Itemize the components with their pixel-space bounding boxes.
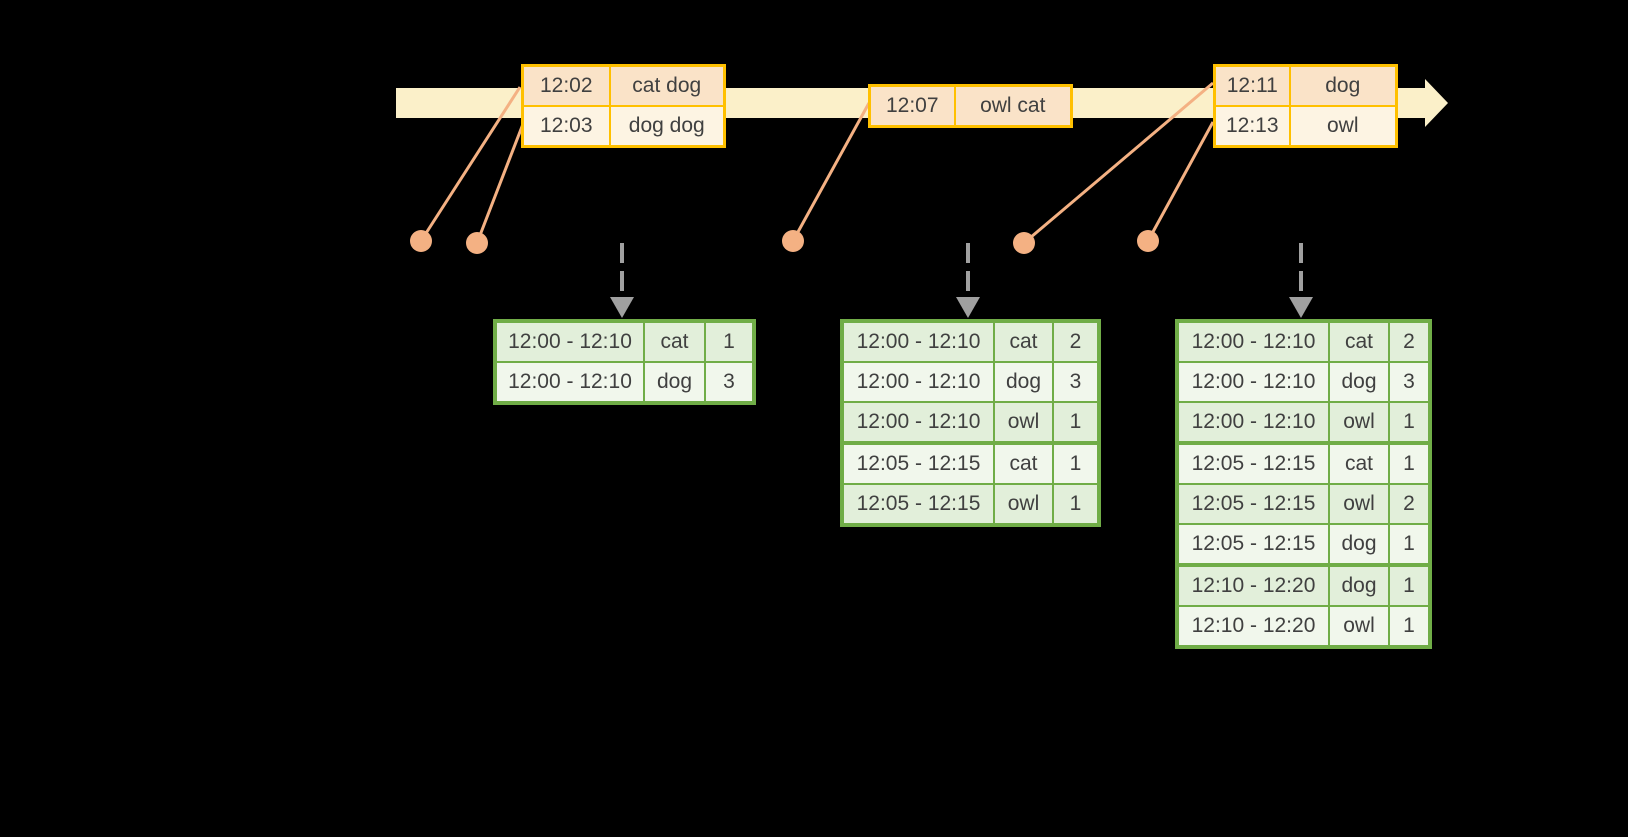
word-cell: owl [1328,401,1390,444]
window-cell: 12:05 - 12:15 [841,483,995,526]
count-cell: 1 [1052,483,1100,526]
connector-line [791,102,871,242]
word-cell: cat [1328,441,1390,485]
word-cell: dog [1328,563,1390,607]
window-cell: 12:00 - 12:10 [1176,401,1330,444]
event-row: 12:03 dog dog [521,105,726,148]
word-cell: owl [1328,483,1390,525]
event-marker-dot [466,232,488,254]
word-cell: dog [643,361,706,404]
window-cell: 12:05 - 12:15 [841,441,995,485]
word-cell: owl [993,483,1054,526]
event-time-cell: 12:11 [1213,64,1291,107]
window-cell: 12:00 - 12:10 [841,320,995,363]
window-cell: 12:05 - 12:15 [1176,483,1330,525]
count-cell: 3 [704,361,755,404]
event-words-cell: owl [1288,105,1398,148]
result-row: 12:00 - 12:10 dog 3 [841,361,1100,403]
result-row: 12:10 - 12:20 owl 1 [1176,605,1431,648]
window-cell: 12:10 - 12:20 [1176,605,1330,648]
event-table-3: 12:11 dog 12:13 owl [1213,64,1398,148]
event-table-2: 12:07 owl cat [868,84,1073,128]
connector-line [1146,121,1215,242]
count-cell: 1 [1388,605,1431,648]
event-row: 12:07 owl cat [868,84,1073,128]
event-marker-dots [410,230,1159,254]
window-cell: 12:00 - 12:10 [494,320,645,363]
event-time-cell: 12:02 [521,64,611,107]
event-time-cell: 12:07 [868,84,956,128]
event-words-cell: dog [1288,64,1398,107]
count-cell: 2 [1052,320,1100,363]
count-cell: 1 [1052,441,1100,485]
word-cell: dog [1328,361,1390,403]
result-table-1: 12:00 - 12:10 cat 1 12:00 - 12:10 dog 3 [493,319,756,405]
result-row: 12:00 - 12:10 cat 2 [1176,320,1431,363]
result-row: 12:00 - 12:10 dog 3 [1176,361,1431,403]
count-cell: 3 [1052,361,1100,403]
word-cell: owl [993,401,1054,444]
window-cell: 12:10 - 12:20 [1176,563,1330,607]
event-words-cell: cat dog [608,64,726,107]
word-cell: cat [993,320,1054,363]
event-row: 12:11 dog [1213,64,1398,107]
word-cell: cat [643,320,706,363]
window-cell: 12:00 - 12:10 [1176,320,1330,363]
result-row: 12:05 - 12:15 owl 1 [841,483,1100,526]
result-table-2: 12:00 - 12:10 cat 2 12:00 - 12:10 dog 3 … [840,319,1101,527]
count-cell: 1 [1388,563,1431,607]
event-time-cell: 12:03 [521,105,611,148]
word-cell: cat [1328,320,1390,363]
trigger-arrowhead-icon [956,297,980,318]
event-marker-dot [1137,230,1159,252]
result-row: 12:00 - 12:10 owl 1 [1176,401,1431,444]
result-row: 12:00 - 12:10 dog 3 [494,361,755,404]
count-cell: 2 [1388,483,1431,525]
result-row: 12:00 - 12:10 owl 1 [841,401,1100,444]
count-cell: 2 [1388,320,1431,363]
window-cell: 12:05 - 12:15 [1176,523,1330,566]
event-marker-dot [410,230,432,252]
result-row: 12:05 - 12:15 cat 1 [1176,441,1431,485]
result-row: 12:05 - 12:15 owl 2 [1176,483,1431,525]
word-cell: cat [993,441,1054,485]
word-cell: owl [1328,605,1390,648]
window-cell: 12:00 - 12:10 [841,401,995,444]
count-cell: 1 [1052,401,1100,444]
result-row: 12:05 - 12:15 cat 1 [841,441,1100,485]
connector-line [1023,81,1214,245]
result-row: 12:00 - 12:10 cat 1 [494,320,755,363]
window-cell: 12:00 - 12:10 [1176,361,1330,403]
count-cell: 1 [1388,401,1431,444]
window-cell: 12:00 - 12:10 [841,361,995,403]
window-cell: 12:00 - 12:10 [494,361,645,404]
event-marker-dot [1013,232,1035,254]
word-cell: dog [1328,523,1390,566]
trigger-arrowhead-icon [1289,297,1313,318]
count-cell: 1 [1388,441,1431,485]
result-row: 12:10 - 12:20 dog 1 [1176,563,1431,607]
event-words-cell: owl cat [953,84,1073,128]
connector-line [419,86,522,242]
event-time-cell: 12:13 [1213,105,1291,148]
result-row: 12:05 - 12:15 dog 1 [1176,523,1431,566]
trigger-arrows [610,243,1313,318]
connector-line [475,123,525,244]
event-marker-dot [782,230,804,252]
count-cell: 1 [704,320,755,363]
event-row: 12:13 owl [1213,105,1398,148]
count-cell: 3 [1388,361,1431,403]
count-cell: 1 [1388,523,1431,566]
result-row: 12:00 - 12:10 cat 2 [841,320,1100,363]
result-table-3: 12:00 - 12:10 cat 2 12:00 - 12:10 dog 3 … [1175,319,1432,649]
window-cell: 12:05 - 12:15 [1176,441,1330,485]
event-table-1: 12:02 cat dog 12:03 dog dog [521,64,726,148]
event-words-cell: dog dog [608,105,726,148]
word-cell: dog [993,361,1054,403]
event-connector-lines [419,81,1215,245]
event-row: 12:02 cat dog [521,64,726,107]
trigger-arrowhead-icon [610,297,634,318]
